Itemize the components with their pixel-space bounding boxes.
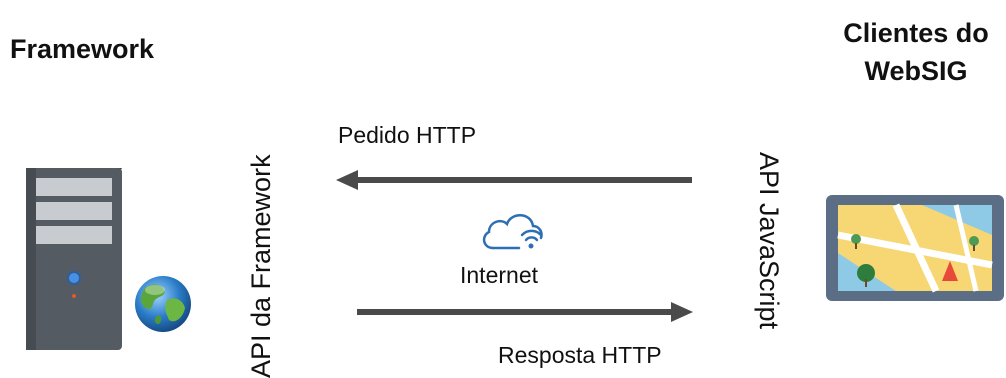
api-framework-label: API da Framework xyxy=(246,154,276,378)
response-arrow xyxy=(357,302,693,322)
clients-title-line2: WebSIG xyxy=(864,56,968,86)
clients-title-line1: Clientes do xyxy=(843,18,989,48)
server-icon xyxy=(26,168,122,350)
framework-title: Framework xyxy=(10,34,155,64)
clients-title: Clientes do WebSIG xyxy=(826,14,1006,90)
globe-icon xyxy=(133,274,193,334)
request-arrow xyxy=(336,170,692,190)
map-tablet-icon xyxy=(826,195,1004,301)
request-label: Pedido HTTP xyxy=(338,122,477,148)
cloud-wifi-icon xyxy=(479,210,551,252)
internet-label: Internet xyxy=(460,262,538,288)
response-label: Resposta HTTP xyxy=(498,342,662,368)
api-javascript-label: API JavaScript xyxy=(754,152,784,330)
